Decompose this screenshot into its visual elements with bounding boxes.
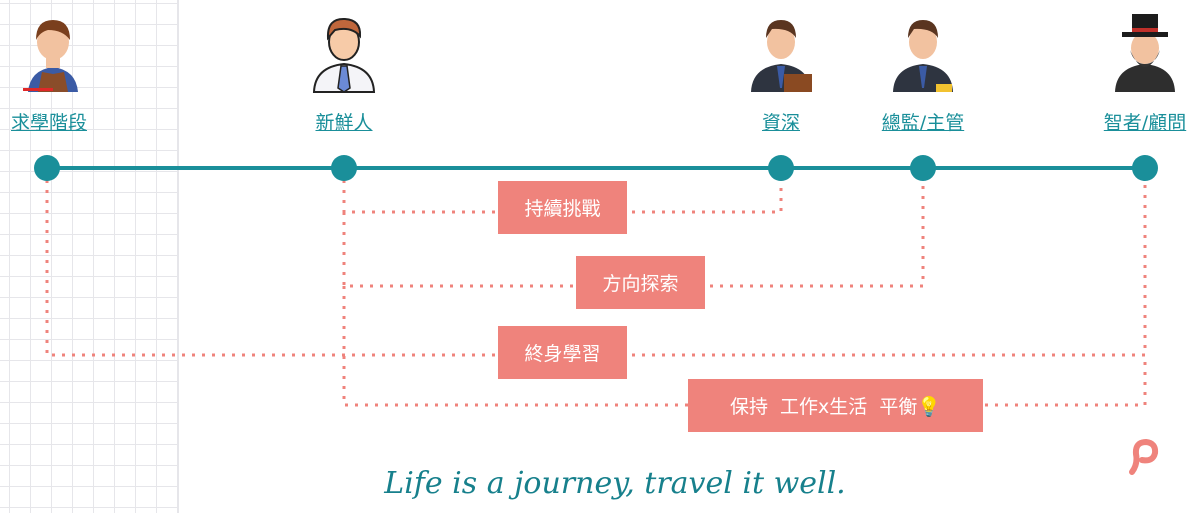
connector-learning xyxy=(45,180,1147,357)
timeline-node xyxy=(34,155,60,181)
timeline-node xyxy=(331,155,357,181)
director-icon xyxy=(893,20,953,92)
timeline-node xyxy=(910,155,936,181)
stage-label-student[interactable]: 求學階段 xyxy=(10,112,88,134)
student-icon xyxy=(23,20,78,92)
theme-box-challenge: 持續挑戰 xyxy=(498,181,627,234)
stage-label-sage[interactable]: 智者/顧問 xyxy=(1103,112,1187,134)
tagline: Life is a journey, travel it well. xyxy=(384,466,846,501)
theme-box-learning: 終身學習 xyxy=(498,326,627,379)
brand-logo-icon xyxy=(1129,438,1159,475)
sage-icon xyxy=(1115,14,1175,92)
theme-box-explore: 方向探索 xyxy=(576,256,705,309)
newcomer-icon xyxy=(312,17,376,93)
theme-box-balance: 保持 工作x生活 平衡💡 xyxy=(688,379,983,432)
timeline-node xyxy=(768,155,794,181)
timeline-node xyxy=(1132,155,1158,181)
stage-label-director[interactable]: 總監/主管 xyxy=(881,112,965,134)
stage-label-newcomer[interactable]: 新鮮人 xyxy=(315,112,373,134)
senior-icon xyxy=(751,20,812,92)
stage-label-senior[interactable]: 資深 xyxy=(761,112,801,134)
